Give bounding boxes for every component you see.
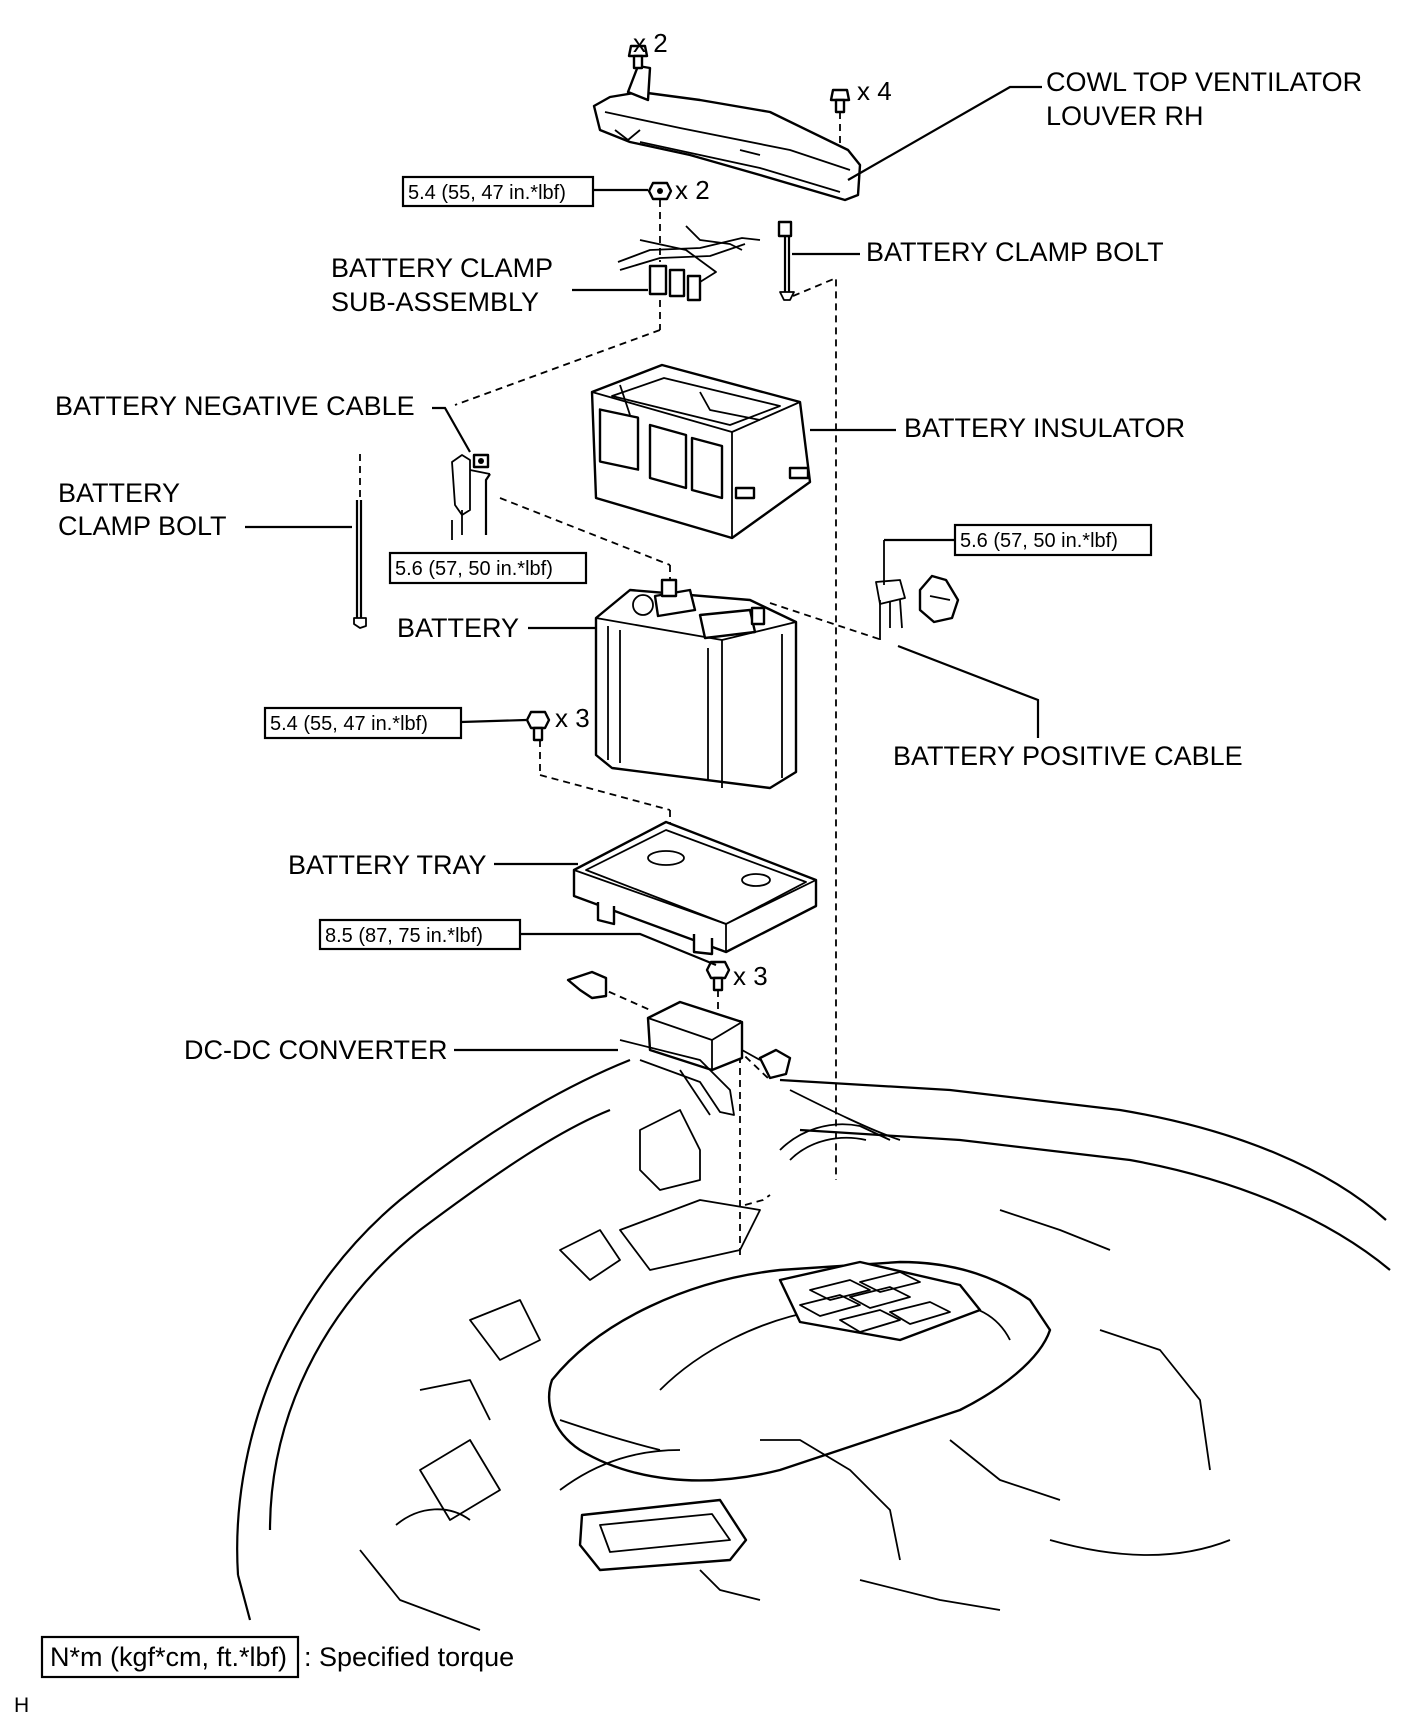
label-battery-clamp-sub-assembly-line2: SUB-ASSEMBLY [331,287,539,317]
torque-value-tray-bolt: 5.4 (55, 47 in.*lbf) [270,713,428,735]
battery-clamp-bolt-left [353,500,367,629]
torque-box-negative-terminal: 5.6 (57, 50 in.*lbf) [388,551,588,585]
dc-dc-converter [566,970,792,1116]
battery-clamp-bolt-top [777,220,795,301]
torque-value-converter-bolt: 8.5 (87, 75 in.*lbf) [325,925,483,947]
battery-clamp-sub-assembly [617,225,761,302]
legend-description: : Specified torque [304,1642,514,1672]
part-labels: COWL TOP VENTILATOR LOUVER RH BATTERY CL… [55,67,1362,1065]
label-battery-negative-cable: BATTERY NEGATIVE CABLE [55,391,415,421]
battery [594,578,798,790]
torque-value-clamp-nut: 5.4 (55, 47 in.*lbf) [408,182,566,204]
battery-tray [572,820,818,956]
battery-positive-cable [875,540,960,640]
torque-value-negative-terminal: 5.6 (57, 50 in.*lbf) [395,558,553,580]
cowl-top-ventilator-louver [592,64,862,202]
torque-box-tray-bolt: 5.4 (55, 47 in.*lbf) [263,706,463,740]
label-cowl-top-ventilator-louver-line1: COWL TOP VENTILATOR [1046,67,1362,97]
battery-insulator [590,363,812,540]
torque-box-positive-terminal: 5.6 (57, 50 in.*lbf) [953,523,1153,557]
label-battery-clamp-bolt-left-line1: BATTERY [58,478,180,508]
quantity-labels: x 2 x 4 x 2 x 3 x 3 [555,28,892,991]
label-dc-dc-converter: DC-DC CONVERTER [184,1035,448,1065]
label-battery-positive-cable: BATTERY POSITIVE CABLE [893,741,1243,771]
label-battery-clamp-bolt-top: BATTERY CLAMP BOLT [866,237,1164,267]
torque-box-clamp-nut: 5.4 (55, 47 in.*lbf) [401,175,595,208]
legend-unit-box-text: N*m (kgf*cm, ft.*lbf) [50,1642,287,1672]
label-battery-insulator: BATTERY INSULATOR [904,413,1185,443]
torque-legend: N*m (kgf*cm, ft.*lbf) : Specified torque [40,1635,514,1679]
count-tray-bolt: x 3 [555,703,590,733]
torque-box-converter-bolt: 8.5 (87, 75 in.*lbf) [318,918,522,951]
torque-value-positive-terminal: 5.6 (57, 50 in.*lbf) [960,530,1118,552]
tray-bolt-icon [525,710,551,742]
torque-specs: 5.4 (55, 47 in.*lbf) 5.6 (57, 50 in.*lbf… [263,175,1153,951]
count-converter-bolt: x 3 [733,961,768,991]
label-battery: BATTERY [397,613,519,643]
battery-negative-cable [451,453,491,540]
clamp-nut-icon [647,181,673,201]
label-battery-clamp-bolt-left-line2: CLAMP BOLT [58,511,227,541]
label-battery-clamp-sub-assembly-line1: BATTERY CLAMP [331,253,553,283]
figure-code: H [14,1694,29,1717]
label-cowl-top-ventilator-louver-line2: LOUVER RH [1046,101,1204,131]
count-clamp-nut: x 2 [675,175,710,205]
leader-lines [245,85,1042,1052]
converter-bolt-icon [705,960,731,992]
count-clip-right: x 4 [857,76,892,106]
fasteners [525,44,851,992]
clip-icon-top [627,44,649,70]
engine-compartment-illustration [236,1058,1391,1631]
count-clip-top: x 2 [633,28,668,58]
label-battery-tray: BATTERY TRAY [288,850,487,880]
clip-icon-right [829,88,851,114]
